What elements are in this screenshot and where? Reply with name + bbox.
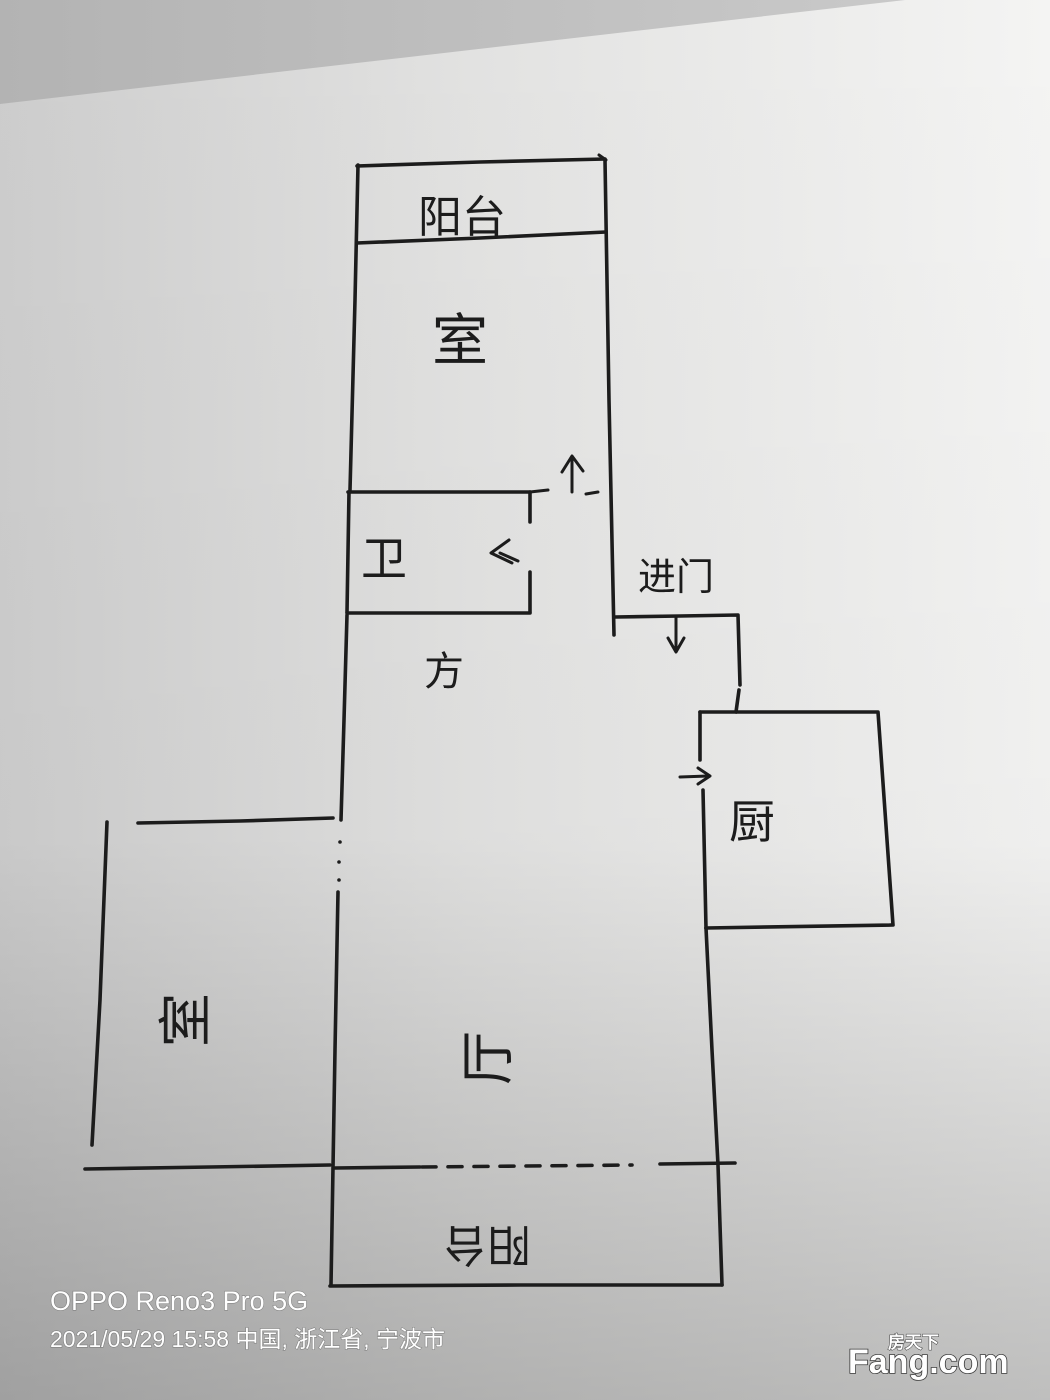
left-room-left-wall (90, 820, 109, 1147)
living-room-left-wall (329, 890, 340, 1287)
label-bathroom: 卫 (361, 532, 407, 586)
wall-dot (338, 840, 342, 844)
left-room-top-wall (136, 816, 335, 825)
label-living-room: 厅 (457, 1031, 520, 1085)
balcony-top-inner-wall (355, 230, 608, 245)
balcony-bottom-outer-wall (328, 1283, 724, 1288)
watermark-device: OPPO Reno3 Pro 5G (50, 1286, 308, 1316)
left-room-bottom-wall (83, 1163, 332, 1171)
table-surface (0, 0, 905, 104)
entrance-wall-stub (734, 688, 741, 714)
living-room-right-wall (704, 926, 724, 1287)
bathroom-top-tick (528, 488, 550, 494)
balcony-bottom-divider-right (658, 1161, 737, 1166)
arrow-right-icon (678, 766, 712, 786)
bathroom-left-wall (345, 490, 351, 614)
label-corridor: 方 (424, 649, 464, 695)
kitchen-outer-wall (698, 710, 895, 930)
label-bedroom-top: 室 (432, 309, 488, 374)
logo-brand-cn: 房天下 (888, 1332, 939, 1353)
balcony-top-outer-wall (355, 157, 607, 168)
wall-dot (337, 860, 341, 864)
label-entrance: 进门 (638, 555, 714, 599)
balcony-bottom-divider-dashed (420, 1163, 634, 1169)
upper-right-wall (603, 158, 616, 637)
arrow-up-icon (560, 454, 600, 496)
arrow-down-icon (666, 615, 686, 654)
wall-dot (337, 878, 341, 882)
label-kitchen: 厨 (729, 795, 775, 849)
upper-left-wall (348, 163, 360, 492)
kitchen-left-wall-lower (701, 788, 708, 930)
label-balcony-top: 阳台 (418, 192, 506, 243)
hallway-left-wall (339, 613, 349, 822)
logo-brand-en: Fang.com (848, 1343, 1009, 1381)
balcony-bottom-divider-left (333, 1165, 422, 1170)
label-balcony-bottom: 阳台 (443, 1219, 531, 1270)
watermark-datetime-location: 2021/05/29 15:58 中国, 浙江省, 宁波市 (50, 1326, 445, 1352)
label-bedroom-left: 室 (155, 993, 218, 1047)
entrance-wall (613, 613, 742, 687)
arrow-left-icon (489, 538, 520, 565)
